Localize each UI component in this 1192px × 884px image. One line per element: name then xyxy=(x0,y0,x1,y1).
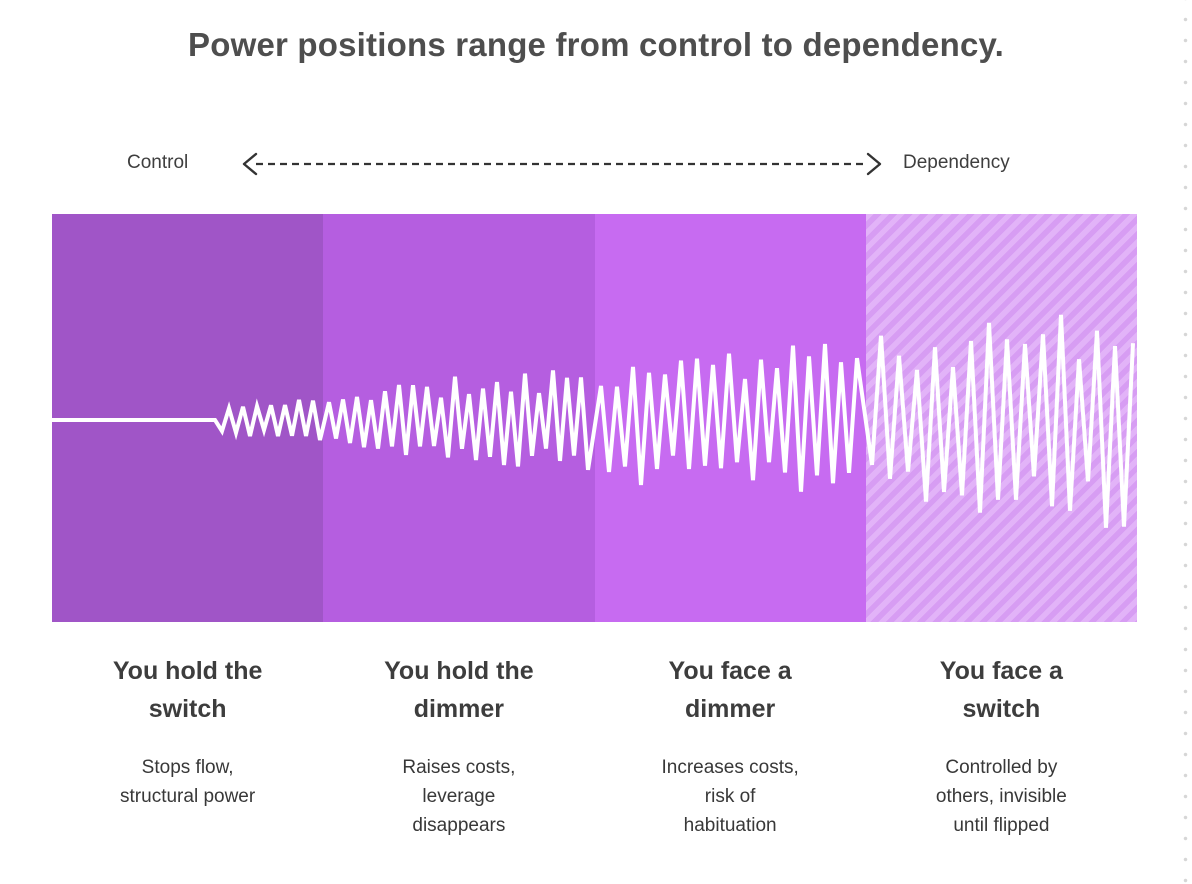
column-desc-you-face-a-switch: Controlled by others, invisible until fl… xyxy=(935,757,1067,836)
axis-label-control: Control xyxy=(127,152,189,173)
axis-label-dependency: Dependency xyxy=(903,152,1010,173)
column-desc-you-hold-the-switch: Stops flow, structural power xyxy=(120,757,256,807)
waveform-line xyxy=(52,314,1135,528)
page-title: Power positions range from control to de… xyxy=(188,26,1004,63)
spectrum-arrow-icon xyxy=(242,152,882,176)
column-heading-you-face-a-dimmer: You face a dimmer xyxy=(668,657,792,723)
waveform xyxy=(52,314,1135,528)
column-desc-you-hold-the-dimmer: Raises costs, leverage disappears xyxy=(402,757,516,836)
column-desc-you-face-a-dimmer: Increases costs, risk of habituation xyxy=(661,757,799,836)
dot-grid-edge xyxy=(1179,0,1192,884)
column-heading-you-face-a-switch: You face a switch xyxy=(939,657,1063,723)
column-heading-you-hold-the-switch: You hold the switch xyxy=(112,657,263,723)
column-heading-you-hold-the-dimmer: You hold the dimmer xyxy=(384,657,534,723)
